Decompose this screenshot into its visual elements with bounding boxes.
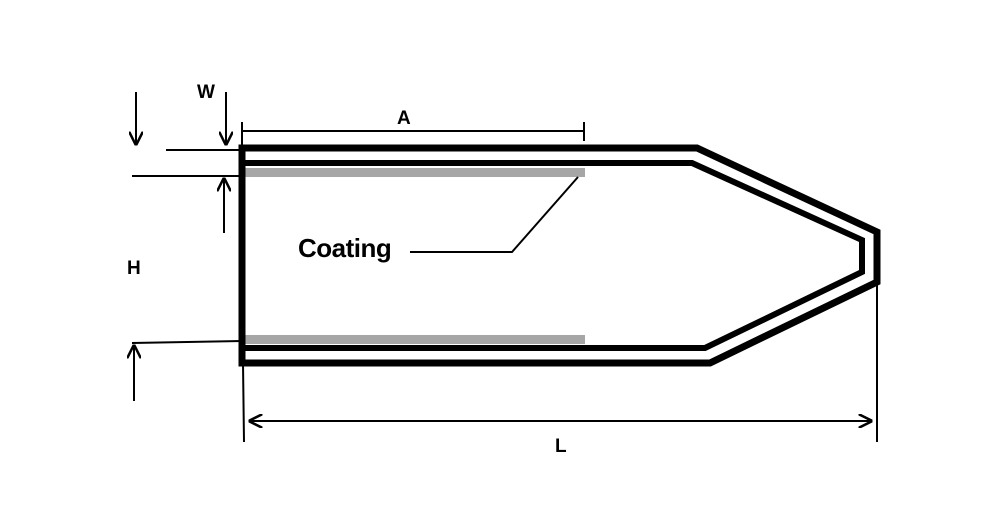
- coating-top-strip: [245, 168, 585, 177]
- dimension-l: [242, 282, 878, 443]
- label-l: L: [555, 436, 567, 457]
- label-w: W: [197, 82, 215, 103]
- label-a: A: [397, 108, 411, 129]
- coating-leader-line: [410, 176, 579, 253]
- dimension-h: [132, 179, 243, 401]
- inner-wall: [245, 160, 865, 351]
- label-coating: Coating: [298, 233, 392, 263]
- label-h: H: [127, 258, 141, 279]
- coating-bottom-strip: [245, 335, 585, 344]
- dimension-w: [132, 92, 242, 177]
- dimension-a: [241, 122, 585, 146]
